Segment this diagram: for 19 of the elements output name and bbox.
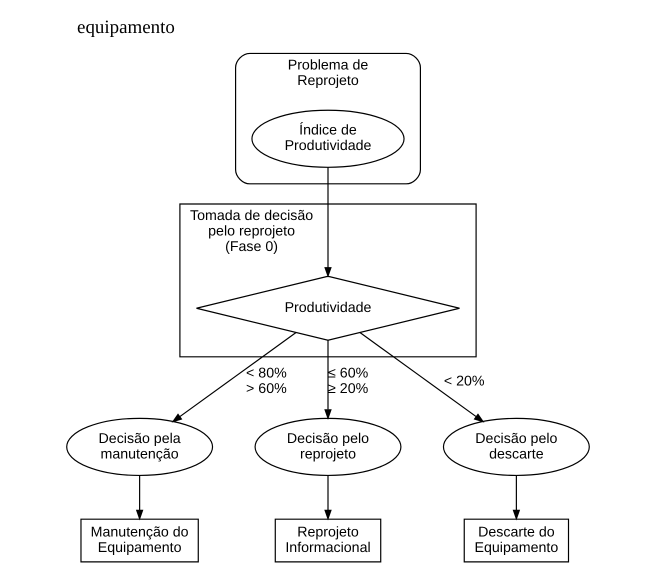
arrow xyxy=(359,332,484,423)
arrow xyxy=(324,168,332,278)
diagram-title: equipamento xyxy=(76,17,174,38)
node-ellipse: Decisão pelo descarte xyxy=(442,418,590,476)
edge-label: ≤ 60% ≥ 20% xyxy=(328,366,368,398)
node-ellipse: Índice de Produtividade xyxy=(250,110,404,168)
node-box: Descarte do Equipamento xyxy=(463,518,569,562)
node-ellipse: Decisão pela manutenção xyxy=(66,418,213,476)
node-diamond: Produtividade xyxy=(195,276,460,341)
node-box: Reprojeto Informacional xyxy=(274,518,381,562)
node-box: Manutenção do Equipamento xyxy=(80,518,198,562)
edge-label: < 20% xyxy=(443,373,484,390)
node-ellipse: Decisão pelo reprojeto xyxy=(254,418,401,476)
edge-label: < 80% > 60% xyxy=(246,366,286,398)
arrow xyxy=(512,475,520,520)
arrow xyxy=(171,332,296,423)
arrow xyxy=(135,475,143,520)
arrow xyxy=(324,340,332,420)
arrow xyxy=(324,475,332,520)
